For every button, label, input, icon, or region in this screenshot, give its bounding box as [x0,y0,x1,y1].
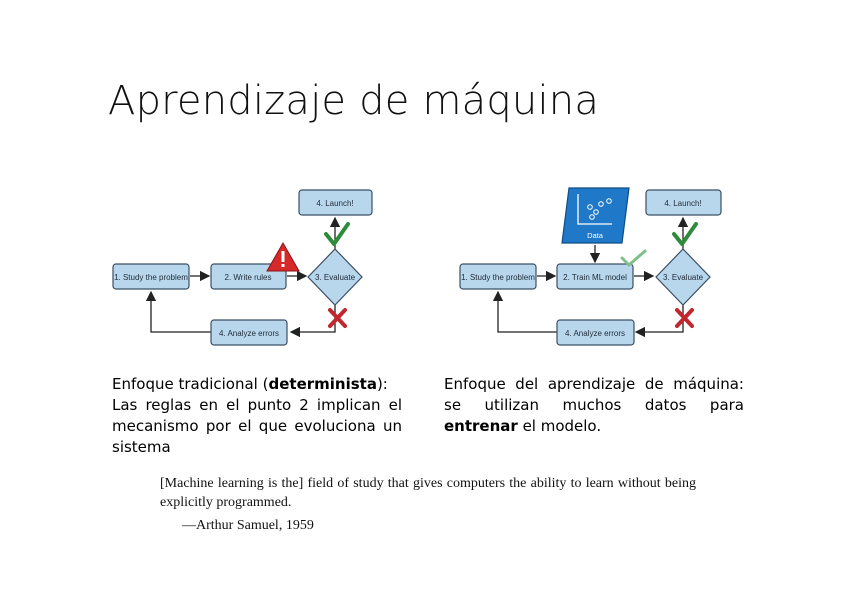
caption-ml: Enfoque del aprendizaje de máquina: se u… [444,374,744,437]
arrow-3-5 [289,304,336,338]
data-icon: Data [561,187,630,244]
right-step-evaluate: 3. Evaluate [655,248,711,306]
arrow-r5-1 [492,290,557,333]
svg-text:4. Launch!: 4. Launch! [664,199,701,208]
caption-right-bold: entrenar [444,417,518,435]
svg-text:4. Launch!: 4. Launch! [316,199,353,208]
caption-right-suffix: el modelo. [517,417,602,435]
cross-icon-right [675,308,694,328]
check-icon [324,222,350,246]
caption-left-suffix: ): [376,375,388,393]
svg-text:4. Analyze errors: 4. Analyze errors [565,329,625,338]
caption-left-bold: determinista [268,375,377,393]
svg-text:4. Analyze errors: 4. Analyze errors [219,329,279,338]
quote-attribution: —Arthur Samuel, 1959 [182,518,314,533]
svg-text:Data: Data [587,231,604,240]
caption-traditional: Enfoque tradicional (determinista): Las … [112,374,402,458]
right-step-train: 2. Train ML model [556,263,634,290]
svg-text:3. Evaluate: 3. Evaluate [315,273,356,282]
cross-icon [328,308,347,328]
right-step-launch: 4. Launch! [645,189,722,216]
right-step-analyze: 4. Analyze errors [556,319,635,346]
left-step-study: 1. Study the problem [112,263,190,290]
right-diagram: Data 1. Study the problem 2. Train ML mo… [459,187,722,346]
right-step-study: 1. Study the problem [459,263,537,290]
quote-text: [Machine learning is the] field of study… [160,476,696,510]
caption-left-rest: Las reglas en el punto 2 implican el mec… [112,396,402,456]
svg-text:1. Study the problem: 1. Study the problem [114,273,188,282]
caption-left-prefix: Enfoque tradicional ( [112,375,269,393]
left-step-launch: 4. Launch! [298,189,373,216]
caption-right-prefix: Enfoque del aprendizaje de máquina: se u… [444,375,744,414]
warning-icon [266,241,300,272]
svg-text:1. Study the problem: 1. Study the problem [461,273,535,282]
check-icon-right [672,222,698,246]
arrow-5-1 [145,290,211,333]
left-diagram: 1. Study the problem 2. Write rules 3. E… [112,189,373,346]
slide-title: Aprendizaje de máquina [108,78,600,124]
svg-text:2. Write rules: 2. Write rules [225,273,272,282]
left-step-analyze: 4. Analyze errors [210,319,288,346]
check-small-icon [620,249,647,267]
svg-text:2. Train ML model: 2. Train ML model [563,273,627,282]
svg-text:3. Evaluate: 3. Evaluate [663,273,704,282]
arrow-r3-5 [634,304,684,338]
left-step-evaluate: 3. Evaluate [307,248,363,306]
